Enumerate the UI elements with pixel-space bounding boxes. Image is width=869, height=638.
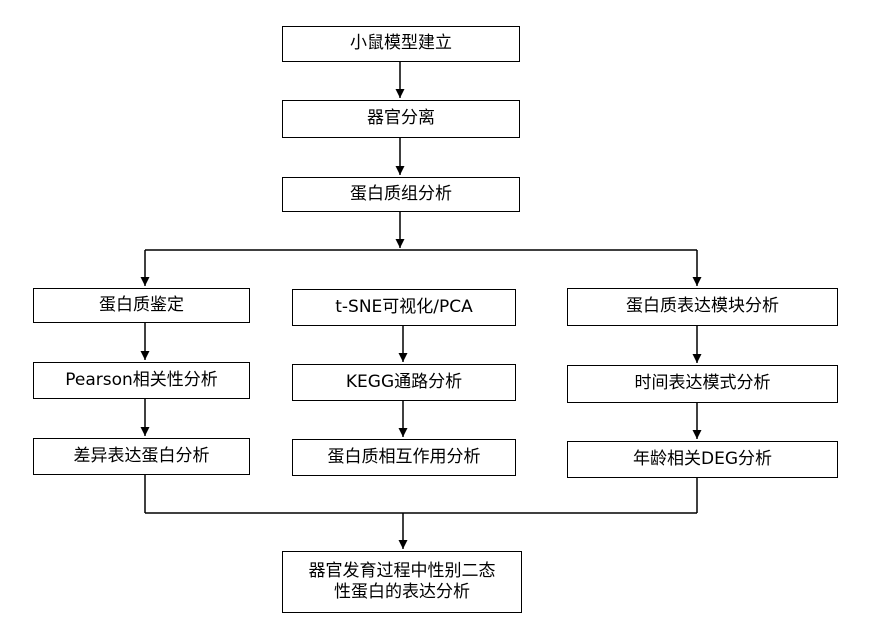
step-proteomics-label: 蛋白质组分析 (350, 183, 452, 204)
box-kegg-pathway-label: KEGG通路分析 (345, 371, 463, 392)
step-proteomics: 蛋白质组分析 (282, 177, 520, 212)
final-label-line1: 器官发育过程中性别二态 (308, 560, 496, 581)
final-label-line2: 性蛋白的表达分析 (334, 582, 470, 602)
step-organ-separation-label: 器官分离 (367, 108, 435, 129)
box-pearson-correlation: Pearson相关性分析 (33, 362, 250, 399)
box-age-related-deg-label: 年龄相关DEG分析 (632, 448, 772, 469)
box-kegg-pathway: KEGG通路分析 (292, 364, 516, 401)
box-expression-module: 蛋白质表达模块分析 (567, 288, 838, 326)
box-age-related-deg: 年龄相关DEG分析 (567, 441, 838, 478)
box-differential-expression-label: 差异表达蛋白分析 (73, 445, 210, 466)
box-differential-expression: 差异表达蛋白分析 (33, 438, 250, 475)
step-model-building-label: 小鼠模型建立 (350, 33, 452, 54)
step-model-building: 小鼠模型建立 (282, 26, 520, 62)
box-temporal-pattern-label: 时间表达模式分析 (634, 373, 771, 394)
box-tsne-pca-label: t-SNE可视化/PCA (335, 296, 473, 317)
box-protein-identification: 蛋白质鉴定 (33, 288, 250, 323)
box-protein-interaction: 蛋白质相互作用分析 (292, 439, 516, 476)
box-expression-module-label: 蛋白质表达模块分析 (626, 296, 779, 317)
step-organ-separation: 器官分离 (282, 100, 520, 138)
box-pearson-correlation-label: Pearson相关性分析 (65, 369, 218, 390)
box-temporal-pattern: 时间表达模式分析 (567, 365, 838, 403)
box-protein-identification-label: 蛋白质鉴定 (99, 294, 184, 315)
box-final-sex-dimorphism: 器官发育过程中性别二态 性蛋白的表达分析 (282, 551, 522, 613)
box-tsne-pca: t-SNE可视化/PCA (292, 289, 516, 326)
box-protein-interaction-label: 蛋白质相互作用分析 (327, 446, 481, 467)
